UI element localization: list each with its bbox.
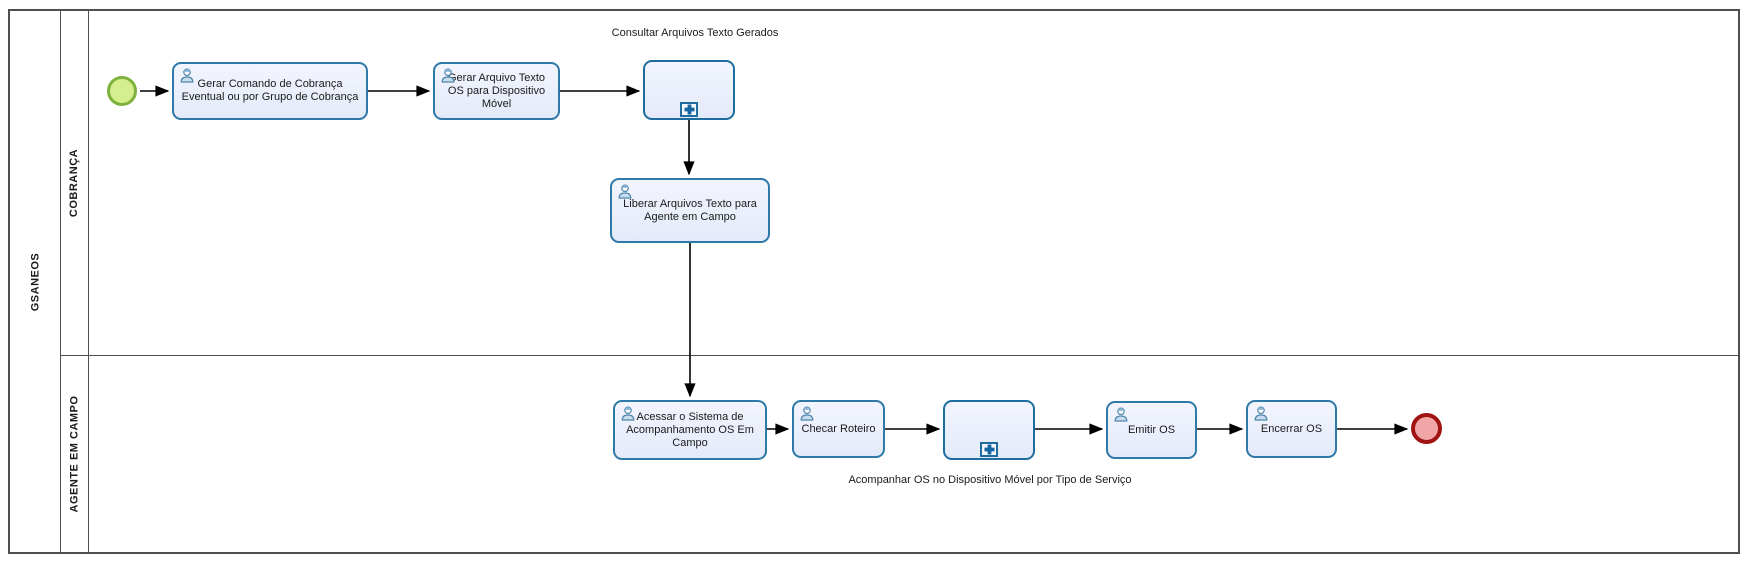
task-emitir-os[interactable]: Emitir OS: [1106, 401, 1197, 459]
task-gerar-comando-cobranca[interactable]: Gerar Comando de Cobrança Eventual ou po…: [172, 62, 368, 120]
task-checar-roteiro[interactable]: Checar Roteiro: [792, 400, 885, 458]
subprocess-plus-icon[interactable]: [680, 102, 698, 117]
task-label: Liberar Arquivos Texto para Agente em Ca…: [623, 197, 757, 223]
subprocess-acompanhar-os[interactable]: [943, 400, 1035, 460]
user-task-icon: [179, 68, 195, 87]
task-acessar-sistema[interactable]: Acessar o Sistema de Acompanhamento OS E…: [613, 400, 767, 460]
user-task-icon: [799, 406, 815, 425]
user-task-icon: [440, 68, 456, 87]
task-label: Emitir OS: [1127, 423, 1176, 436]
lane-agente-header[interactable]: AGENTE EM CAMPO: [61, 356, 89, 552]
subprocess-consultar-label: Consultar Arquivos Texto Gerados: [611, 27, 779, 39]
user-task-icon: [617, 184, 633, 203]
task-gerar-arquivo-texto[interactable]: Gerar Arquivo Texto OS para Dispositivo …: [433, 62, 560, 120]
user-task-icon: [620, 406, 636, 425]
start-event[interactable]: [107, 76, 137, 106]
pool-header[interactable]: GSANEOS: [10, 11, 61, 552]
user-task-icon: [1113, 407, 1129, 426]
user-task-icon: [1253, 406, 1269, 425]
end-event[interactable]: [1411, 413, 1442, 444]
task-label: Encerrar OS: [1260, 422, 1323, 435]
lane-agente-em-campo: AGENTE EM CAMPO: [61, 356, 1738, 552]
task-label: Checar Roteiro: [801, 422, 876, 435]
subprocess-plus-icon[interactable]: [980, 442, 998, 457]
subprocess-consultar-arquivos[interactable]: [643, 60, 735, 120]
subprocess-acompanhar-label: Acompanhar OS no Dispositivo Móvel por T…: [848, 474, 1132, 486]
task-encerrar-os[interactable]: Encerrar OS: [1246, 400, 1337, 458]
task-label: Acessar o Sistema de Acompanhamento OS E…: [626, 410, 754, 449]
task-label: Gerar Arquivo Texto OS para Dispositivo …: [447, 71, 546, 110]
task-label: Gerar Comando de Cobrança Eventual ou po…: [181, 78, 359, 103]
lane-cobranca-header[interactable]: COBRANÇA: [61, 11, 89, 355]
task-liberar-arquivos[interactable]: Liberar Arquivos Texto para Agente em Ca…: [610, 178, 770, 243]
lane-cobranca: COBRANÇA: [61, 11, 1738, 356]
lanes-container: COBRANÇA AGENTE EM CAMPO: [61, 11, 1738, 552]
